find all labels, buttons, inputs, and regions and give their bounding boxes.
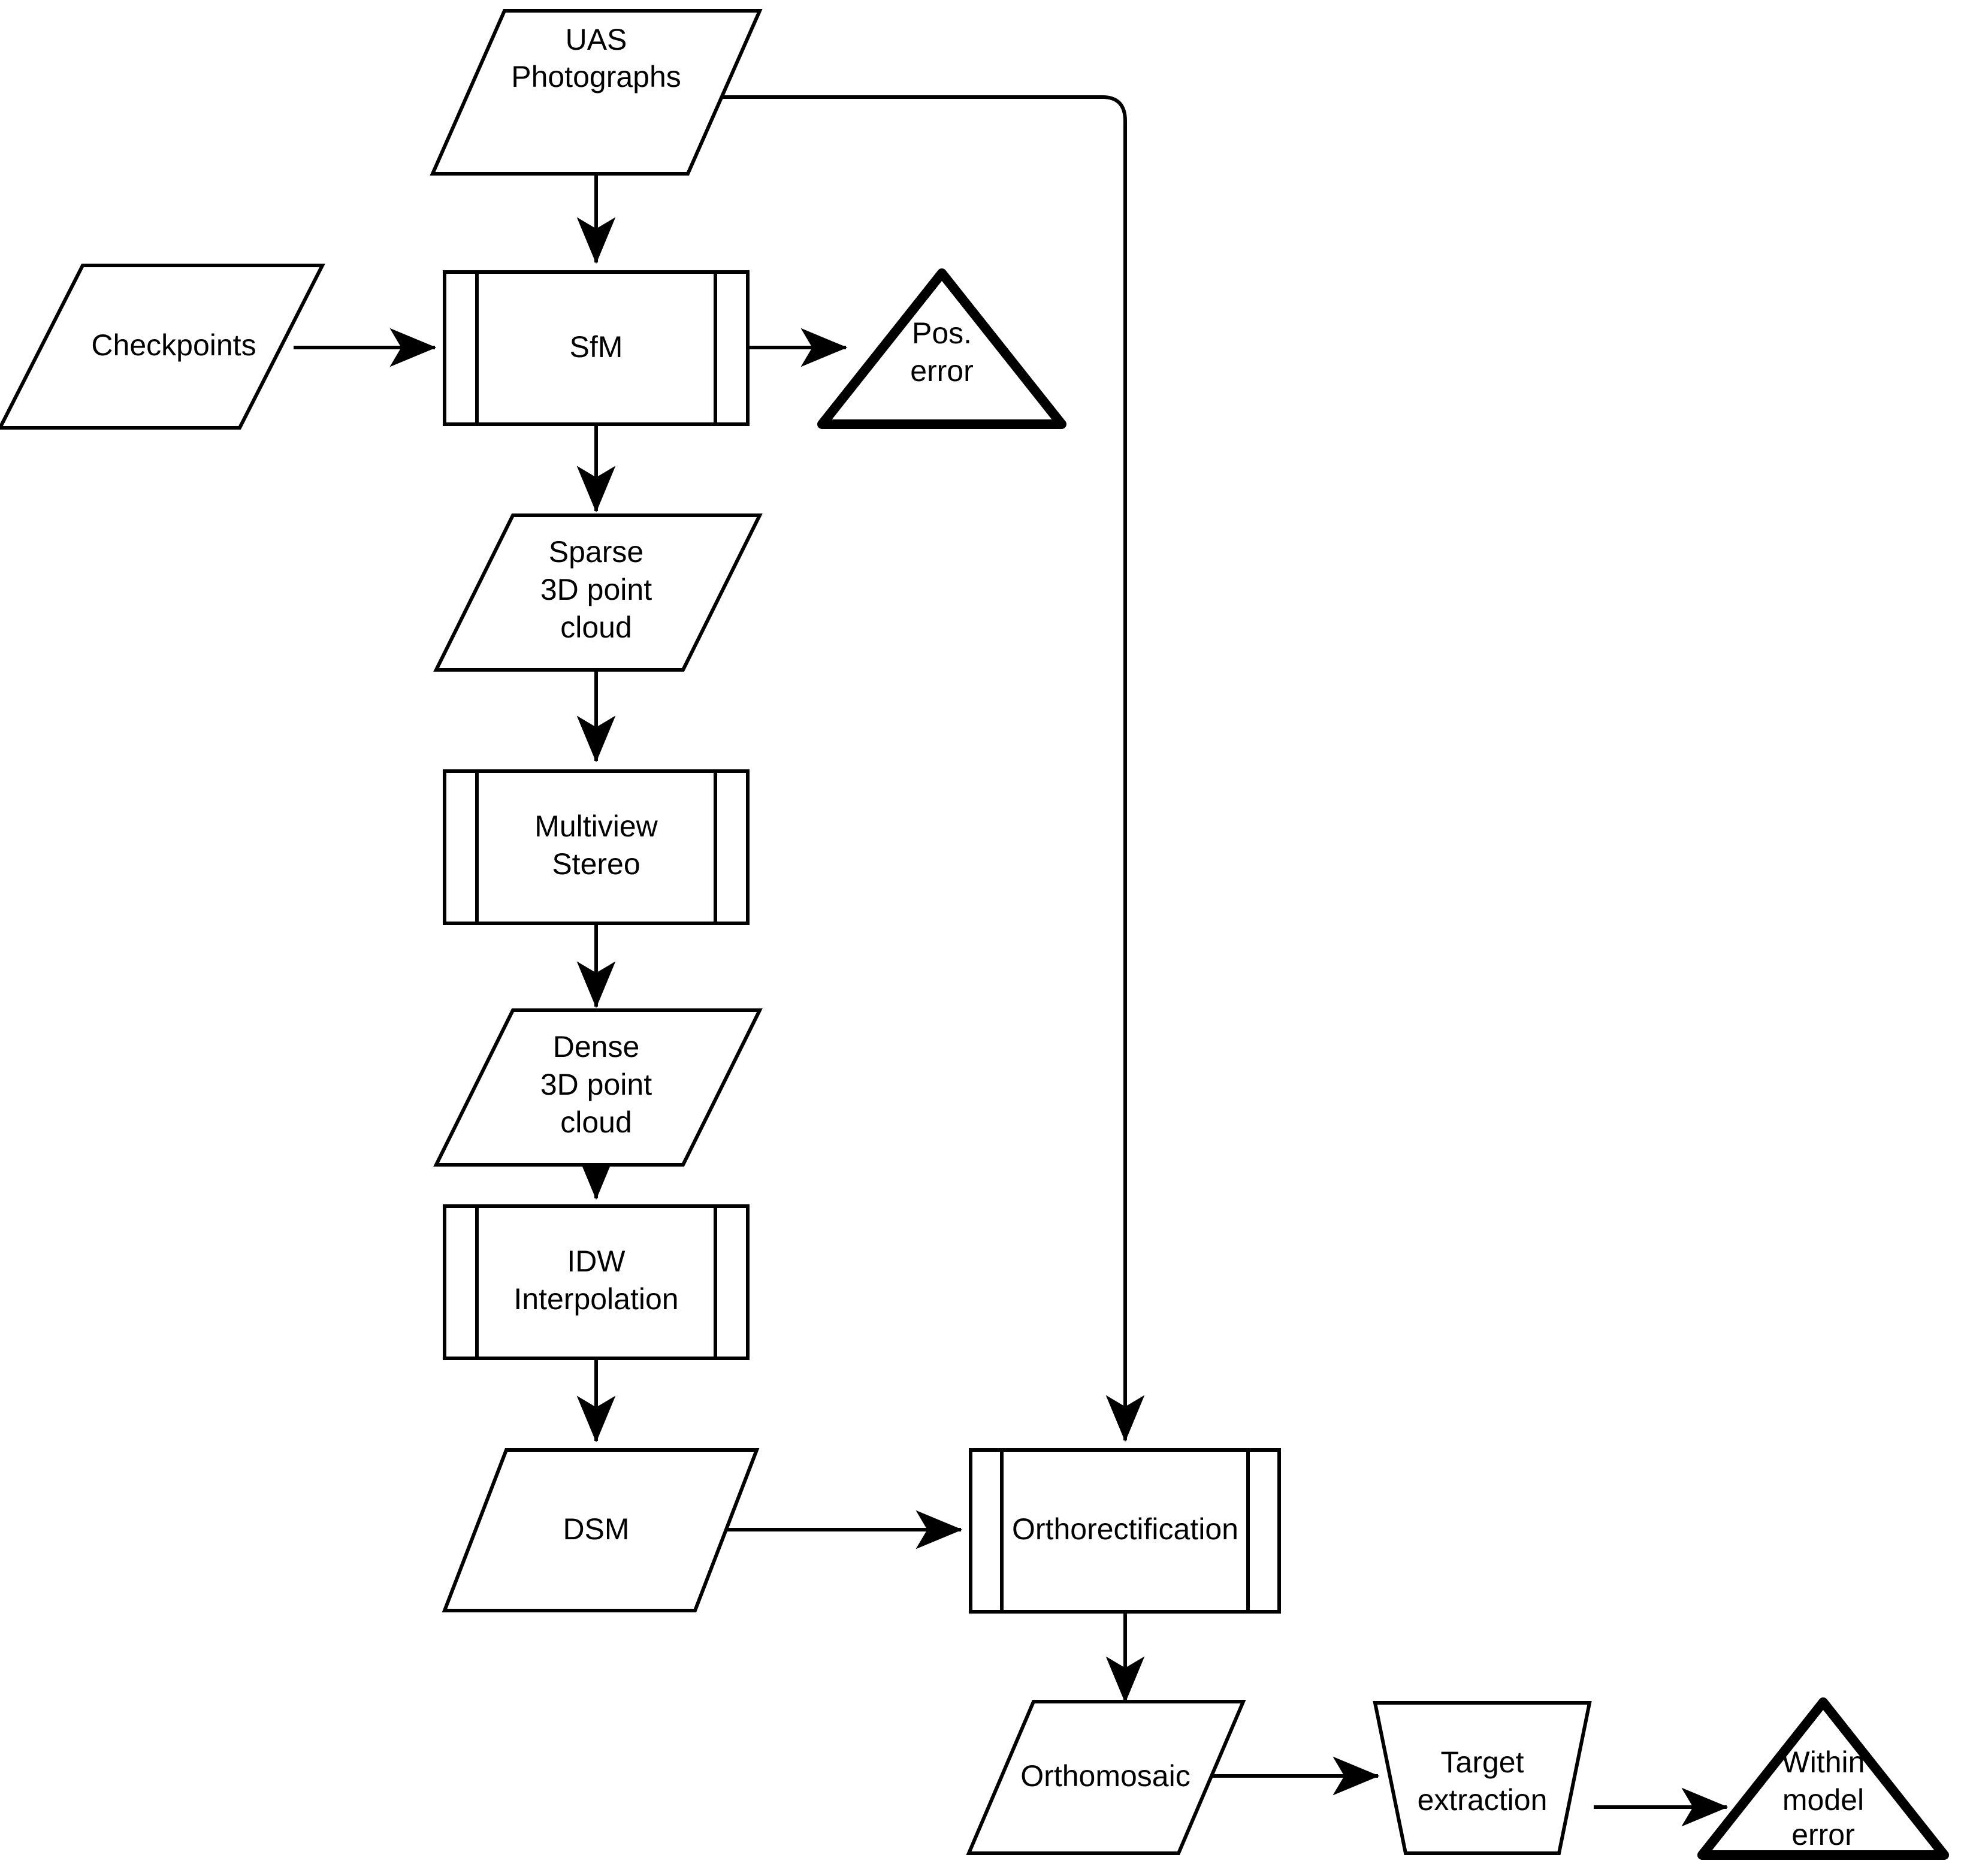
idw-interpolation-label-line1: IDW xyxy=(567,1244,626,1278)
node-sparse-3d-point-cloud[interactable]: Sparse 3D point cloud xyxy=(433,513,763,672)
idw-interpolation-shape xyxy=(443,1204,750,1360)
orthorectification-label: Orthorectification xyxy=(1012,1512,1238,1546)
within-model-error-shape xyxy=(1697,1697,1949,1860)
dense-cloud-shape xyxy=(433,1008,763,1167)
multiview-stereo-label-line2: Stereo xyxy=(552,847,640,881)
node-multiview-stereo[interactable]: Multiview Stereo xyxy=(443,769,750,925)
sfm-shape xyxy=(443,270,750,426)
sparse-cloud-shape xyxy=(433,513,763,672)
node-dense-3d-point-cloud[interactable]: Dense 3D point cloud xyxy=(433,1008,763,1167)
target-extraction-label-line1: Target xyxy=(1441,1745,1524,1779)
target-extraction-label-line2: extraction xyxy=(1418,1783,1548,1817)
pos-error-label-line1: Pos. xyxy=(912,316,972,350)
orthomosaic-shape xyxy=(966,1700,1246,1855)
uas-photographs-shape xyxy=(430,9,763,176)
node-orthomosaic[interactable]: Orthomosaic xyxy=(966,1700,1246,1855)
idw-interpolation-label-line2: Interpolation xyxy=(513,1282,678,1316)
pos-error-shape xyxy=(817,268,1066,429)
edge-uas-to-orthorectification xyxy=(702,95,1145,1442)
node-uas-photographs[interactable]: UAS Photographs xyxy=(430,9,763,176)
dense-cloud-label-line1: Dense xyxy=(553,1030,640,1064)
dsm-label: DSM xyxy=(563,1512,629,1546)
node-target-extraction[interactable]: Target extraction xyxy=(1373,1701,1592,1855)
uas-photographs-label-line2: Photographs xyxy=(511,60,681,93)
orthorectification-shape xyxy=(969,1448,1281,1614)
dense-cloud-label-line3: cloud xyxy=(560,1105,632,1139)
node-within-model-error[interactable]: Within model error xyxy=(1697,1697,1949,1860)
sparse-cloud-label-line3: cloud xyxy=(560,611,632,644)
node-pos-error[interactable]: Pos. error xyxy=(817,268,1066,429)
within-model-error-label-line3: error xyxy=(1791,1818,1855,1851)
node-checkpoints[interactable]: Checkpoints xyxy=(0,264,325,430)
node-dsm[interactable]: DSM xyxy=(442,1448,760,1612)
sparse-cloud-label-line1: Sparse xyxy=(549,535,643,569)
orthomosaic-label: Orthomosaic xyxy=(1020,1759,1190,1793)
dense-cloud-label-line2: 3D point xyxy=(540,1068,652,1101)
pos-error-label-line2: error xyxy=(910,354,974,388)
within-model-error-label-line1: Within xyxy=(1782,1745,1865,1779)
multiview-stereo-shape xyxy=(443,769,750,925)
sparse-cloud-label-line2: 3D point xyxy=(540,573,652,606)
uas-photographs-label-line1: UAS xyxy=(566,23,627,56)
within-model-error-label-line2: model xyxy=(1782,1783,1864,1817)
node-idw-interpolation[interactable]: IDW Interpolation xyxy=(443,1204,750,1360)
checkpoints-label: Checkpoints xyxy=(91,328,256,362)
checkpoints-shape xyxy=(0,264,325,430)
target-extraction-shape xyxy=(1373,1701,1592,1855)
sfm-label: SfM xyxy=(570,330,623,364)
multiview-stereo-label-line1: Multiview xyxy=(534,809,658,843)
node-sfm[interactable]: SfM xyxy=(443,270,750,426)
dsm-shape xyxy=(442,1448,760,1612)
node-orthorectification[interactable]: Orthorectification xyxy=(969,1448,1281,1614)
